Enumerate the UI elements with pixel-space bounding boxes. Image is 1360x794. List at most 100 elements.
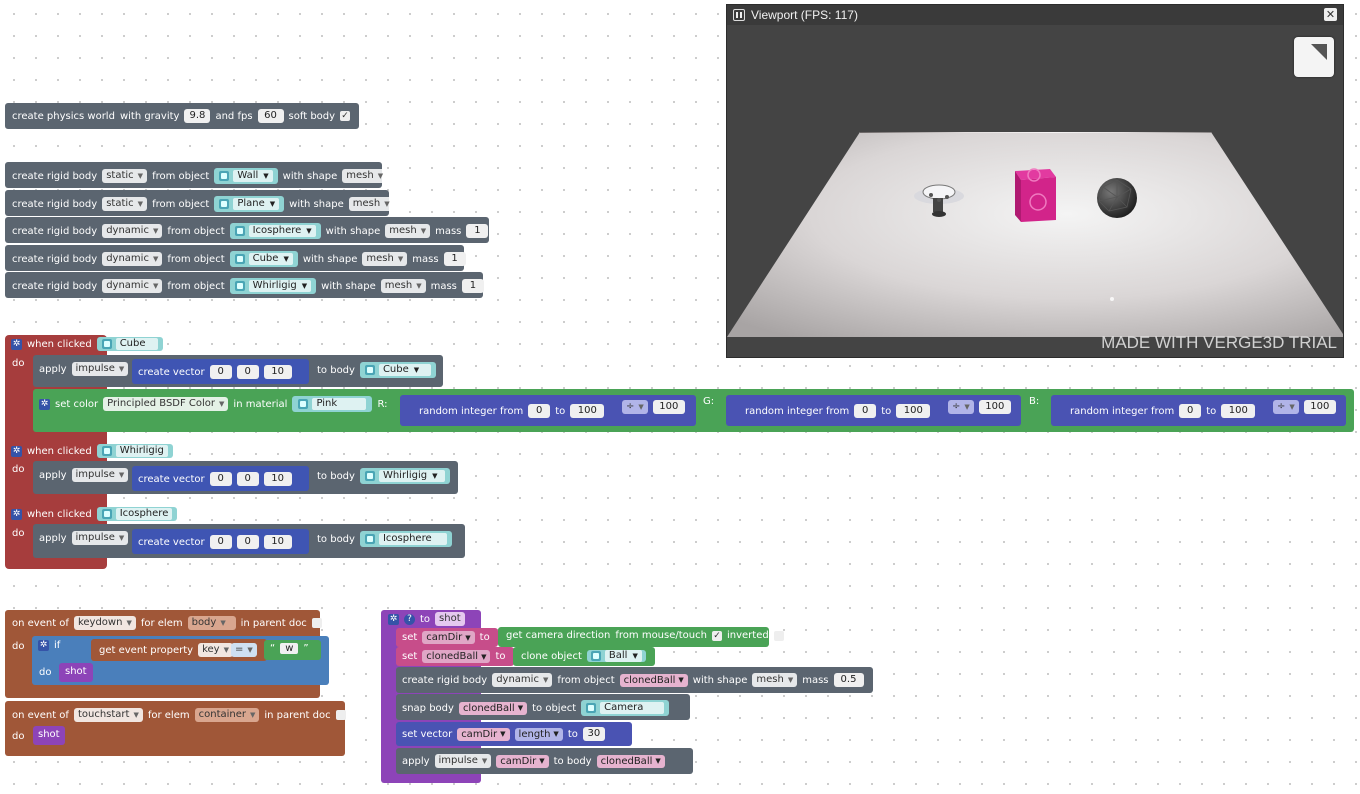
viewport-titlebar[interactable]: Viewport (FPS: 117) ✕ [727,5,1343,25]
body-selector[interactable]: Cube▼ [359,362,436,378]
fullscreen-icon[interactable] [1294,37,1334,77]
mass-input[interactable]: 1 [443,252,466,266]
object-selector[interactable]: Camera [581,700,670,716]
parent-doc-checkbox[interactable] [311,618,322,628]
vector-z-input[interactable]: 10 [263,365,292,379]
vector-y-input[interactable]: 0 [236,472,259,486]
object-selector[interactable]: Plane▼ [214,196,285,212]
random-to-input[interactable]: 100 [896,404,931,418]
vector-y-input[interactable]: 0 [236,365,259,379]
help-icon[interactable]: ? [404,613,415,625]
mass-input[interactable]: 1 [461,279,484,293]
touchstart-event-block[interactable]: on event of touchstart▼ for elem contain… [5,701,346,756]
variable-dropdown[interactable]: clonedBall▼ [422,650,491,663]
rigid-body-block[interactable]: create rigid body static▼ from object Wa… [5,162,388,188]
mass-input[interactable]: 0.5 [833,673,864,687]
physics-world-block[interactable]: create physics world with gravity 9.8 an… [5,103,359,129]
operator-dropdown[interactable]: ÷▼ [1273,400,1299,414]
body-type-dropdown[interactable]: static▼ [102,197,148,211]
random-to-input[interactable]: 100 [570,404,605,418]
divisor-input[interactable]: 100 [978,400,1011,414]
when-clicked-header[interactable]: ✲ when clicked Whirligig [11,444,173,458]
object-selector[interactable]: Cube [96,337,163,351]
node-dropdown[interactable]: Principled BSDF Color▼ [103,397,229,411]
vector-y-input[interactable]: 0 [236,535,259,549]
rigid-body-block[interactable]: create rigid body dynamic▼ from object C… [5,245,466,271]
set-color-block[interactable]: ✲ set color Principled BSDF Color▼ in ma… [33,389,1354,432]
create-vector-block[interactable]: create vector 0 0 10 [132,466,309,491]
rigid-body-block[interactable]: create rigid body dynamic▼ from object I… [5,217,489,243]
pause-icon[interactable] [733,9,745,21]
property-dropdown[interactable]: length▼ [514,727,563,741]
parent-doc-checkbox[interactable] [335,710,346,720]
body-type-dropdown[interactable]: dynamic▼ [102,252,163,266]
call-shot-block[interactable]: shot [33,726,65,745]
gear-icon[interactable]: ✲ [388,613,399,625]
variable-dropdown[interactable]: camDir▼ [422,631,475,644]
viewport-canvas[interactable] [727,25,1343,357]
variable-dropdown[interactable]: camDir▼ [496,754,549,768]
shape-dropdown[interactable]: mesh▼ [342,169,388,183]
mass-input[interactable]: 1 [466,224,489,238]
string-literal-block[interactable]: “ w ” [264,640,321,660]
variable-dropdown[interactable]: clonedBall▼ [458,701,528,715]
random-from-input[interactable]: 0 [854,404,877,418]
procedure-name-input[interactable]: shot [435,612,465,626]
set-camdir-block[interactable]: set camDir▼ to [396,628,498,647]
set-vector-block[interactable]: set vector camDir▼ length▼ to 30 [396,722,632,746]
variable-dropdown[interactable]: clonedBall▼ [619,673,688,687]
create-vector-block[interactable]: create vector 0 0 10 [132,529,309,554]
apply-impulse-block[interactable]: apply impulse▼ create vector 0 0 10 to b… [33,524,465,558]
apply-impulse-block[interactable]: apply impulse▼ create vector 0 0 10 to b… [33,355,443,387]
variable-dropdown[interactable]: camDir▼ [457,727,510,741]
object-selector[interactable]: Icosphere [96,507,178,521]
gear-icon[interactable]: ✲ [38,640,49,651]
shape-dropdown[interactable]: mesh▼ [362,252,408,266]
gear-icon[interactable]: ✲ [11,338,22,350]
operator-dropdown[interactable]: ÷▼ [948,400,974,414]
close-icon[interactable]: ✕ [1324,8,1337,21]
gravity-input[interactable]: 9.8 [184,109,211,123]
rigid-body-block[interactable]: create rigid body static▼ from object Pl… [5,190,394,216]
shape-dropdown[interactable]: mesh▼ [348,197,394,211]
object-selector[interactable]: Whirligig [96,444,173,458]
apply-impulse-block[interactable]: apply impulse▼ camDir▼ to body clonedBal… [396,748,693,774]
impulse-dropdown[interactable]: impulse▼ [71,362,129,376]
shape-dropdown[interactable]: mesh▼ [752,673,798,687]
event-dropdown[interactable]: touchstart▼ [73,708,143,722]
vector-x-input[interactable]: 0 [209,365,232,379]
impulse-dropdown[interactable]: impulse▼ [71,531,129,545]
compare-operator-dropdown[interactable]: =▼ [231,643,257,657]
random-from-input[interactable]: 0 [1179,404,1202,418]
body-type-dropdown[interactable]: dynamic▼ [102,279,163,293]
get-camera-direction-block[interactable]: get camera direction from mouse/touch ✓ … [498,627,784,647]
random-integer-r-block[interactable]: random integer from 0 to 100 ÷▼ 100 [400,395,696,426]
body-selector[interactable]: Whirligig▼ [359,468,450,484]
property-dropdown[interactable]: key▼ [198,643,233,657]
shape-dropdown[interactable]: mesh▼ [385,224,431,238]
material-selector[interactable]: Pink [292,396,373,412]
create-vector-block[interactable]: create vector 0 0 10 [132,359,309,384]
from-mouse-checkbox[interactable]: ✓ [711,630,722,641]
object-selector[interactable]: Ball▼ [586,650,646,662]
event-dropdown[interactable]: keydown▼ [73,616,136,630]
operator-dropdown[interactable]: ÷▼ [622,400,648,414]
when-clicked-header[interactable]: ✲ when clicked Icosphere [11,507,178,521]
variable-dropdown[interactable]: clonedBall▼ [596,754,665,768]
get-event-property-block[interactable]: get event property key▼ [91,639,267,661]
fps-input[interactable]: 60 [257,109,284,123]
elem-dropdown[interactable]: body▼ [187,616,236,630]
gear-icon[interactable]: ✲ [11,445,22,457]
snap-body-block[interactable]: snap body clonedBall▼ to object Camera [396,694,690,720]
impulse-dropdown[interactable]: impulse▼ [434,754,492,768]
vector-x-input[interactable]: 0 [209,472,232,486]
vector-x-input[interactable]: 0 [209,535,232,549]
viewport-window[interactable]: Viewport (FPS: 117) ✕ [726,4,1344,358]
create-rigid-body-block[interactable]: create rigid body dynamic▼ from object c… [396,667,873,693]
string-value-input[interactable]: w [280,643,299,654]
gear-icon[interactable]: ✲ [39,398,50,410]
shape-dropdown[interactable]: mesh▼ [380,279,426,293]
body-type-dropdown[interactable]: dynamic▼ [492,673,553,687]
divisor-input[interactable]: 100 [652,400,685,414]
elem-dropdown[interactable]: container▼ [194,708,260,722]
